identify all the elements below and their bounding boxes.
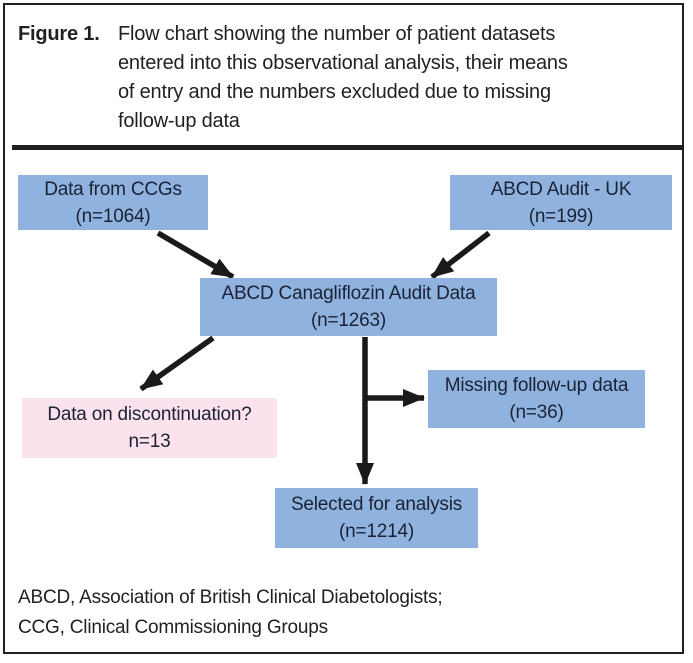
node-abcd-audit-uk: ABCD Audit - UK (n=199)	[450, 175, 672, 230]
node-label: Data from CCGs	[44, 178, 182, 200]
figure-caption: Flow chart showing the number of patient…	[118, 20, 568, 136]
node-count: (n=1263)	[311, 310, 386, 331]
abbreviations-note: ABCD, Association of British Clinical Di…	[18, 583, 658, 643]
arrow-cana-to-discont	[139, 335, 215, 392]
node-count: (n=1064)	[75, 205, 151, 227]
abbreviation-line: CCG, Clinical Commissioning Groups	[18, 617, 328, 638]
node-label: ABCD Canagliflozin Audit Data	[221, 283, 476, 304]
node-count: n=13	[128, 431, 171, 452]
node-canagliflozin-audit-data: ABCD Canagliflozin Audit Data (n=1263)	[200, 278, 497, 336]
abbreviation-line: ABCD, Association of British Clinical Di…	[18, 587, 443, 608]
caption-line: entered into this observational analysis…	[118, 52, 568, 74]
divider-rule	[12, 145, 682, 150]
node-missing-follow-up: Missing follow-up data (n=36)	[428, 370, 645, 428]
node-label: Selected for analysis	[290, 494, 463, 515]
node-count: (n=199)	[528, 205, 594, 227]
node-label: Missing follow-up data	[444, 375, 629, 396]
node-data-on-discontinuation: Data on discontinuation? n=13	[22, 398, 277, 458]
arrow-ccg-to-cana	[156, 230, 235, 280]
node-count: (n=1214)	[339, 521, 414, 542]
node-label: ABCD Audit - UK	[490, 178, 632, 200]
node-data-from-ccgs: Data from CCGs (n=1064)	[18, 175, 208, 230]
caption-line: Flow chart showing the number of patient…	[118, 23, 556, 45]
node-label: Data on discontinuation?	[47, 404, 252, 425]
node-count: (n=36)	[509, 402, 564, 423]
figure-label: Figure 1.	[18, 23, 100, 45]
caption-line: of entry and the numbers excluded due to…	[118, 81, 551, 103]
node-selected-for-analysis: Selected for analysis (n=1214)	[275, 488, 478, 548]
arrow-audit-to-cana	[430, 230, 491, 280]
figure-caption-block: Figure 1. Flow chart showing the number …	[18, 20, 668, 136]
caption-line: follow-up data	[118, 110, 240, 132]
